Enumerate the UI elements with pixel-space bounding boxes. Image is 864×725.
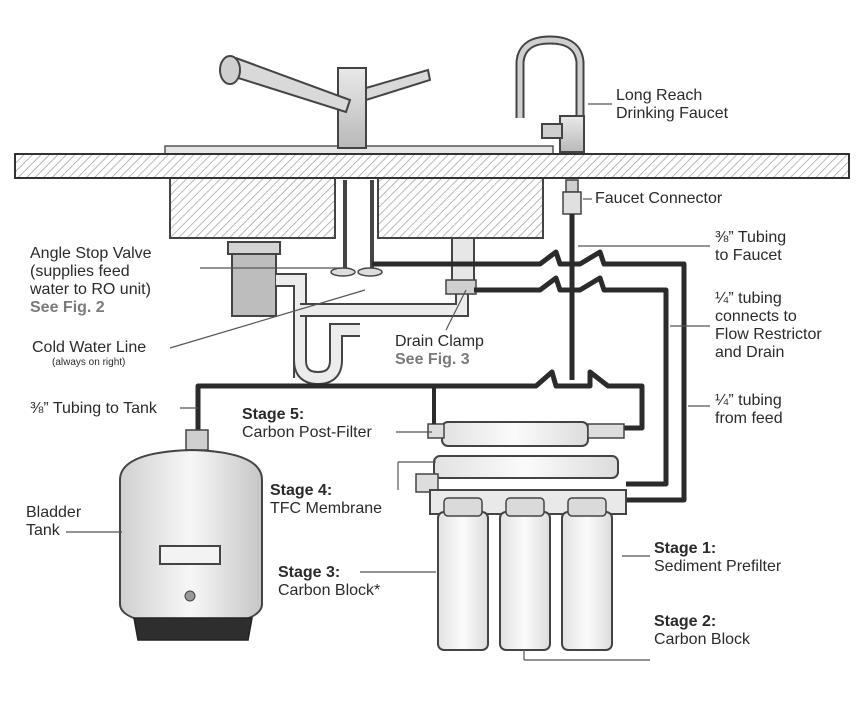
stage4-name: TFC Membrane xyxy=(270,500,383,517)
faucet-connector xyxy=(562,179,582,215)
bladder-tank-drawing xyxy=(119,429,263,641)
label-faucet-connector: Faucet Connector xyxy=(595,190,723,207)
angle-stop-line3: water to RO unit) xyxy=(30,281,151,298)
drinking-faucet-drawing xyxy=(515,35,585,153)
drain-clamp-ref: See Fig. 3 xyxy=(395,351,470,368)
label-angle-stop-valve: Angle Stop Valve (supplies feed water to… xyxy=(30,245,152,317)
label-tubing-restrictor: ¼” tubing connects to Flow Restrictor an… xyxy=(715,290,822,362)
label-drinking-faucet: Long Reach Drinking Faucet xyxy=(616,87,728,123)
tubing-feed-line1: ¼” tubing xyxy=(715,392,782,409)
stage1-title: Stage 1: xyxy=(654,540,717,557)
angle-stop-line2: (supplies feed xyxy=(30,263,130,280)
bladder-tank-line1: Bladder xyxy=(26,504,82,521)
label-stage5: Stage 5: Carbon Post-Filter xyxy=(242,406,372,442)
label-drain-clamp: Drain Clamp See Fig. 3 xyxy=(395,333,484,369)
kitchen-faucet xyxy=(219,55,432,149)
label-stage2: Stage 2: Carbon Block xyxy=(654,613,750,649)
tubing-faucet-line2: to Faucet xyxy=(715,247,782,264)
label-bladder-tank: Bladder Tank xyxy=(26,504,81,540)
label-tubing-to-tank: ⅜” Tubing to Tank xyxy=(30,400,157,417)
label-stage3: Stage 3: Carbon Block* xyxy=(278,564,380,600)
label-stage4: Stage 4: TFC Membrane xyxy=(270,482,382,518)
leader-lines xyxy=(66,103,710,661)
filter-housings xyxy=(429,489,627,651)
stage5-title: Stage 5: xyxy=(242,406,305,423)
stage3-title: Stage 3: xyxy=(278,564,341,581)
label-stage1: Stage 1: Sediment Prefilter xyxy=(654,540,781,576)
angle-stop-ref: See Fig. 2 xyxy=(30,299,105,316)
label-cold-water-line: Cold Water Line (always on right) xyxy=(32,339,146,369)
disposal-and-drain xyxy=(227,237,477,386)
stage2-name: Carbon Block xyxy=(654,631,751,648)
drain-clamp-text: Drain Clamp xyxy=(395,333,484,350)
tubing-restrictor-line4: and Drain xyxy=(715,344,785,361)
angle-stop-valves xyxy=(330,180,383,277)
tubing-feed-line2: from feed xyxy=(715,410,783,427)
tubing-network xyxy=(195,214,687,503)
tubing-faucet-line1: ⅜” Tubing xyxy=(715,229,787,246)
tubing-restrictor-line2: connects to xyxy=(715,308,797,325)
stage4-membrane xyxy=(415,455,619,493)
stage4-title: Stage 4: xyxy=(270,482,333,499)
stage5-name: Carbon Post-Filter xyxy=(242,424,372,441)
drinking-faucet-line2: Drinking Faucet xyxy=(616,105,729,122)
drinking-faucet-line1: Long Reach xyxy=(616,87,703,104)
stage5-post-filter xyxy=(427,386,625,447)
cold-water-text: Cold Water Line xyxy=(32,339,147,356)
tubing-restrictor-line1: ¼” tubing xyxy=(715,290,782,307)
bladder-tank-line2: Tank xyxy=(26,522,60,539)
stage2-title: Stage 2: xyxy=(654,613,717,630)
countertop xyxy=(14,153,850,179)
stage1-name: Sediment Prefilter xyxy=(654,558,782,575)
tubing-restrictor-line3: Flow Restrictor xyxy=(715,326,822,343)
stage3-name: Carbon Block* xyxy=(278,582,381,599)
label-tubing-from-feed: ¼” tubing from feed xyxy=(715,392,783,428)
angle-stop-line1: Angle Stop Valve xyxy=(30,245,152,262)
cold-water-note: (always on right) xyxy=(52,357,126,368)
label-tubing-to-faucet: ⅜” Tubing to Faucet xyxy=(715,229,786,265)
